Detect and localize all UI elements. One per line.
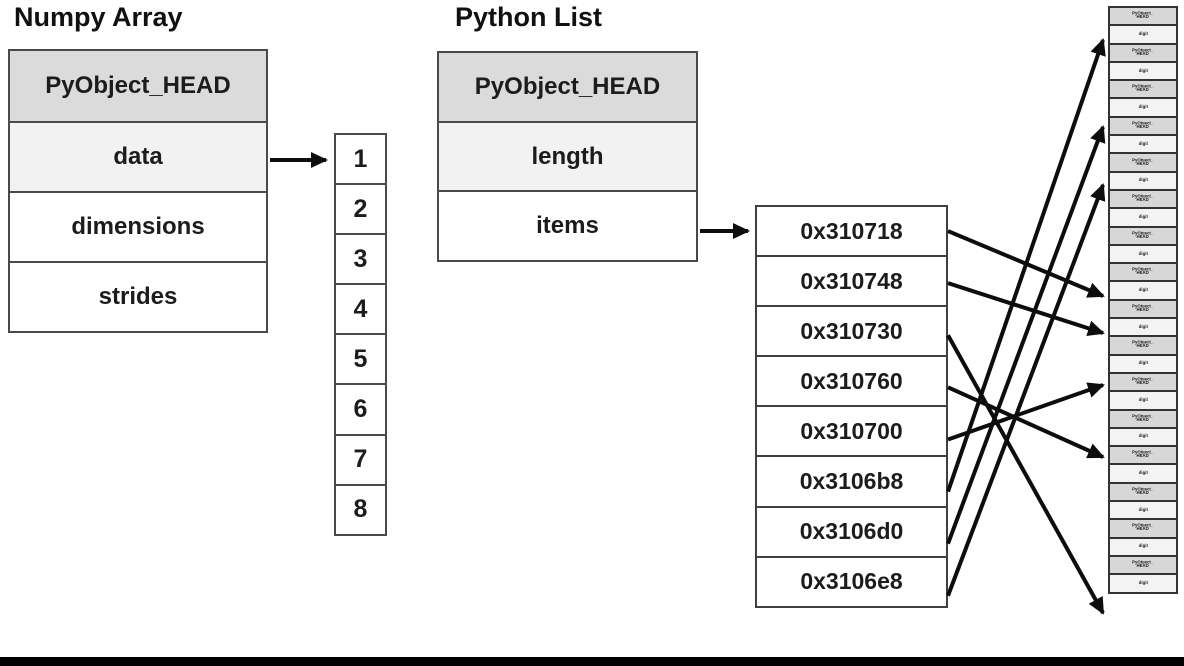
pointer-cell-0x310700: 0x310700 <box>755 405 948 458</box>
arrow-pointer-0x3106b8 <box>946 38 1106 493</box>
heap-object-16-digit: digit <box>1108 573 1178 594</box>
buffer-cell-1: 1 <box>334 133 387 186</box>
pointer-cell-0x310730: 0x310730 <box>755 305 948 358</box>
heap-object-9-digit: digit <box>1108 317 1178 338</box>
buffer-cell-2: 2 <box>334 183 387 236</box>
python-list-title: Python List <box>455 2 602 32</box>
heap-object-11-head: PyObject_HEAD <box>1108 371 1178 393</box>
pointer-cell-0x310718: 0x310718 <box>755 205 948 258</box>
heap-object-11-digit: digit <box>1108 390 1178 411</box>
heap-object-15-head: PyObject_HEAD <box>1108 518 1178 539</box>
python-list-row-length: length <box>437 121 698 192</box>
heap-object-1-digit: digit <box>1108 24 1178 45</box>
pointer-cell-0x3106e8: 0x3106e8 <box>755 555 948 608</box>
numpy-array-row-dimensions: dimensions <box>8 191 268 263</box>
heap-object-6-head: PyObject_HEAD <box>1108 188 1178 210</box>
heap-object-12-digit: digit <box>1108 426 1178 448</box>
heap-object-10-head: PyObject_HEAD <box>1108 335 1178 356</box>
heap-object-4-digit: digit <box>1108 134 1178 155</box>
numpy-array-row-strides: strides <box>8 261 268 333</box>
bottom-border-bar <box>0 657 1184 666</box>
heap-object-2-digit: digit <box>1108 60 1178 82</box>
numpy-array-row-data: data <box>8 121 268 193</box>
buffer-cell-8: 8 <box>334 483 387 536</box>
heap-object-7-head: PyObject_HEAD <box>1108 225 1178 246</box>
heap-object-10-digit: digit <box>1108 353 1178 374</box>
buffer-cell-3: 3 <box>334 233 387 286</box>
pointer-cell-0x3106d0: 0x3106d0 <box>755 505 948 558</box>
arrow-pointer-0x310700 <box>947 382 1105 442</box>
heap-object-8-head: PyObject_HEAD <box>1108 262 1178 283</box>
arrow-pointer-0x310748 <box>947 281 1105 337</box>
arrow-pointer-0x3106d0 <box>946 125 1106 545</box>
heap-object-14-digit: digit <box>1108 500 1178 521</box>
heap-object-3-digit: digit <box>1108 97 1178 118</box>
buffer-cell-6: 6 <box>334 383 387 436</box>
arrow-pointer-0x310730 <box>946 334 1105 615</box>
heap-object-13-digit: digit <box>1108 463 1178 484</box>
buffer-cell-4: 4 <box>334 283 387 336</box>
pointer-cell-0x3106b8: 0x3106b8 <box>755 455 948 508</box>
heap-object-13-head: PyObject_HEAD <box>1108 445 1178 466</box>
heap-object-16-head: PyObject_HEAD <box>1108 554 1178 576</box>
arrow-pointer-0x3106e8 <box>946 183 1106 597</box>
pointer-cell-0x310748: 0x310748 <box>755 255 948 308</box>
buffer-cell-5: 5 <box>334 333 387 386</box>
heap-object-8-digit: digit <box>1108 280 1178 301</box>
heap-object-1-head: PyObject_HEAD <box>1108 6 1178 27</box>
heap-object-9-head: PyObject_HEAD <box>1108 298 1178 320</box>
arrow-pointer-0x310718 <box>947 229 1105 298</box>
heap-object-12-head: PyObject_HEAD <box>1108 408 1178 429</box>
heap-object-14-head: PyObject_HEAD <box>1108 481 1178 503</box>
numpy-array-title: Numpy Array <box>14 2 183 32</box>
heap-object-5-digit: digit <box>1108 170 1178 191</box>
pointer-cell-0x310760: 0x310760 <box>755 355 948 408</box>
heap-object-7-digit: digit <box>1108 243 1178 265</box>
heap-object-15-digit: digit <box>1108 536 1178 557</box>
heap-object-6-digit: digit <box>1108 207 1178 228</box>
heap-object-4-head: PyObject_HEAD <box>1108 115 1178 137</box>
arrow-pointer-0x310760 <box>947 385 1105 459</box>
numpy-array-row-pyobject_head: PyObject_HEAD <box>8 49 268 123</box>
heap-object-2-head: PyObject_HEAD <box>1108 42 1178 63</box>
heap-object-3-head: PyObject_HEAD <box>1108 79 1178 100</box>
buffer-cell-7: 7 <box>334 433 387 486</box>
python-list-row-pyobject_head: PyObject_HEAD <box>437 51 698 123</box>
python-list-row-items: items <box>437 190 698 262</box>
heap-object-5-head: PyObject_HEAD <box>1108 152 1178 173</box>
